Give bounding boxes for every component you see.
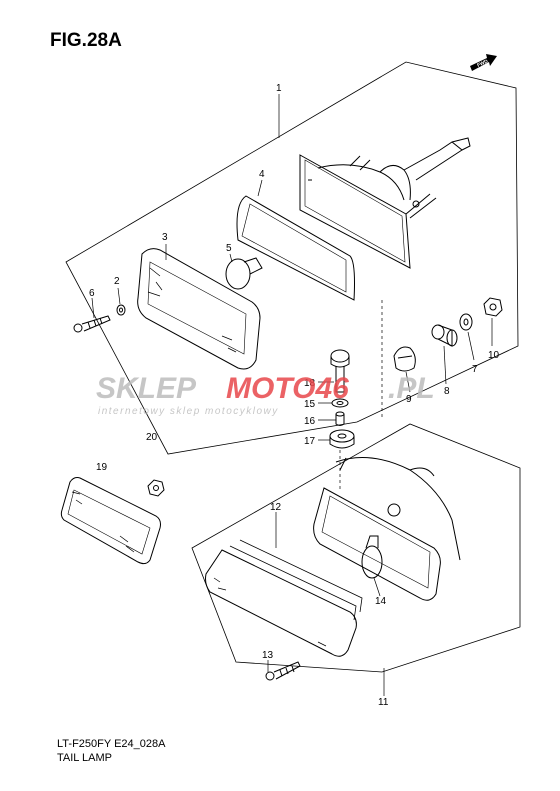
lower-bulb [361, 535, 383, 579]
callout-3: 3 [162, 232, 168, 243]
callout-4: 4 [259, 169, 265, 180]
callout-8: 8 [444, 386, 450, 397]
watermark-brand-right: MOTO46 [226, 372, 349, 405]
screw-13 [265, 661, 301, 681]
callout-1: 1 [276, 83, 282, 94]
nut-10 [483, 297, 503, 317]
callout-7: 7 [472, 364, 478, 375]
grommet-17 [329, 429, 355, 449]
grommet-9 [393, 346, 416, 372]
lower-lens [205, 539, 363, 657]
callout-17: 17 [304, 436, 316, 447]
fwd-label: FWD [476, 58, 489, 68]
callout-14: 14 [375, 596, 387, 607]
nut-20 [147, 479, 165, 497]
callout-12: 12 [270, 502, 282, 513]
callout-10: 10 [488, 350, 500, 361]
figure-caption: TAIL LAMP [57, 752, 113, 764]
figure-title: FIG.28A [50, 30, 122, 51]
callout-11: 11 [378, 697, 389, 708]
watermark: SKLEP MOTO46 .PL internetowy sklep motoc… [96, 372, 435, 417]
screw-6 [73, 315, 111, 333]
callout-2: 2 [114, 276, 120, 287]
callout-20: 20 [146, 432, 158, 443]
bolt-18 [330, 349, 350, 393]
lower-lamp-housing [313, 457, 461, 601]
washer-2 [116, 304, 126, 316]
leader-lines [91, 94, 493, 696]
callout-16: 16 [304, 416, 316, 427]
callout-9: 9 [406, 394, 412, 405]
watermark-tagline: internetowy sklep motocyklowy [98, 406, 279, 417]
lower-assembly-frame [191, 423, 521, 673]
watermark-brand-suffix: .PL [388, 372, 435, 405]
callout-5: 5 [226, 243, 232, 254]
callout-numbers: 1 2 3 4 5 6 7 8 9 10 11 12 13 14 15 16 1… [89, 83, 500, 708]
callout-15: 15 [304, 399, 316, 410]
callout-13: 13 [262, 650, 274, 661]
upper-assembly-frame [65, 61, 519, 455]
callout-19: 19 [96, 462, 108, 473]
lens-gasket [236, 195, 355, 301]
tail-lens [137, 248, 261, 370]
figure-code: LT-F250FY E24_028A [57, 738, 166, 750]
callout-18: 18 [304, 378, 316, 389]
upper-lamp-housing [299, 137, 471, 269]
reflector-19 [60, 477, 161, 565]
spacer-8 [431, 324, 458, 347]
callout-6: 6 [89, 288, 95, 299]
fwd-arrow-icon: FWD [470, 54, 497, 71]
watermark-brand-left: SKLEP [96, 372, 197, 405]
upper-bulb [225, 257, 263, 290]
collar-16 [335, 411, 345, 426]
washer-7 [459, 313, 473, 331]
